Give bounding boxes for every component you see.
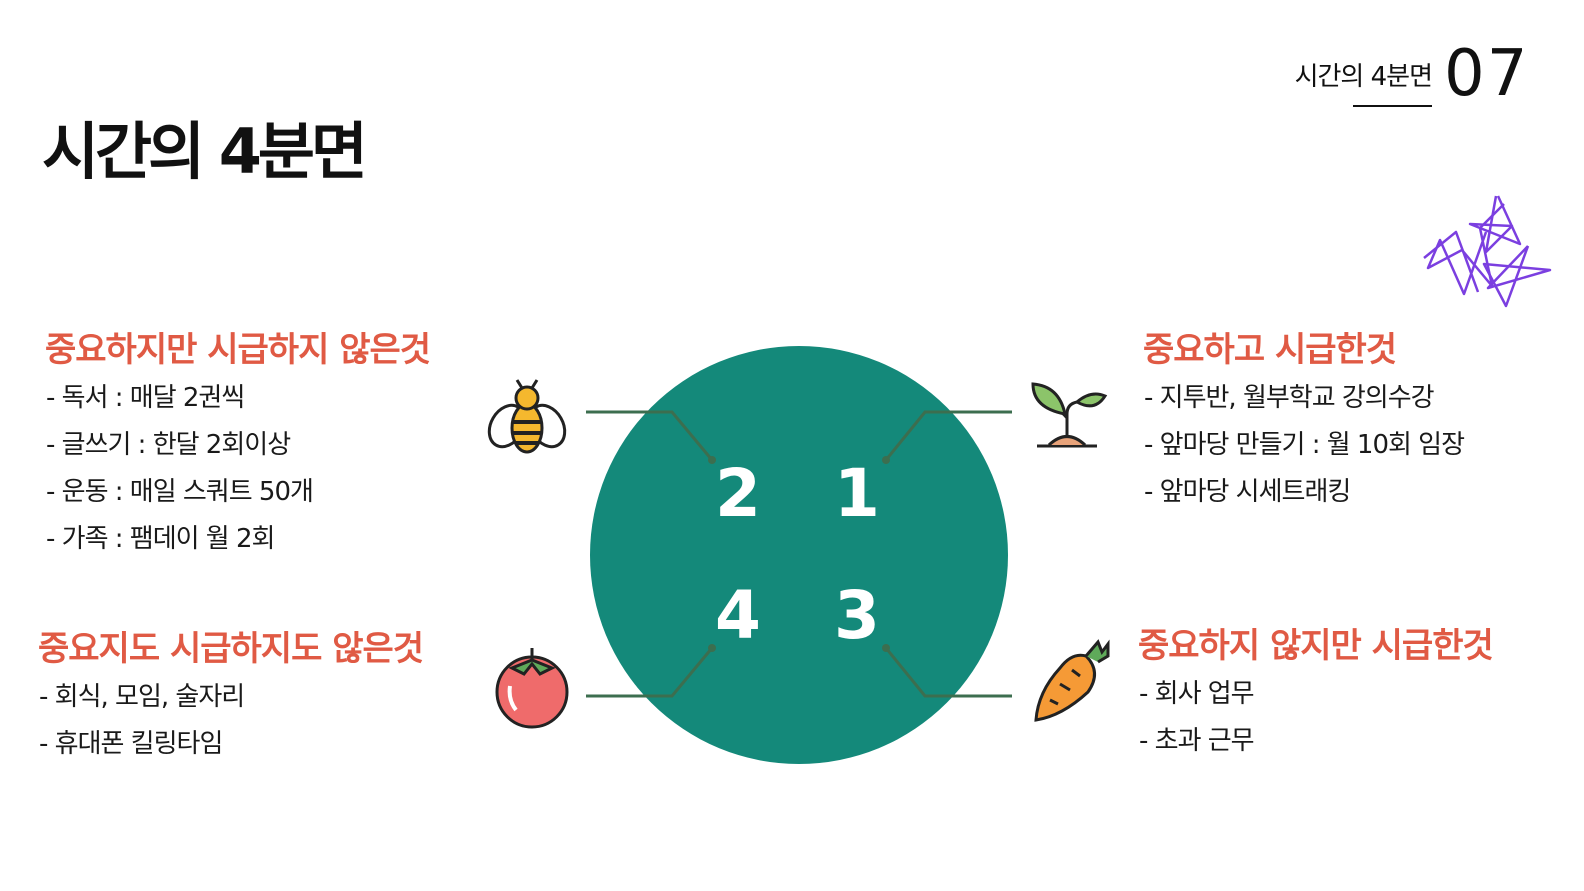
- corner-section-label: 시간의 4분면: [1295, 56, 1433, 107]
- connector-q4: [586, 647, 714, 698]
- quadrant-3-section: 중요하지 않지만 시급한것: [1138, 618, 1494, 667]
- list-item: 회식, 모임, 술자리: [39, 677, 246, 724]
- bee-icon: [487, 379, 567, 454]
- list-item: 휴대폰 킬링타임: [39, 724, 244, 771]
- quadrant-circle: [590, 346, 1008, 764]
- connector-dot-q2: [708, 456, 716, 464]
- quadrant-1-title: 중요하고 시급한것: [1143, 330, 1397, 370]
- connector-q2: [586, 410, 714, 461]
- list-item: 앞마당 시세트래킹: [1144, 472, 1464, 519]
- connector-dot-q4: [708, 644, 716, 652]
- quadrant-number-1: 1: [834, 455, 880, 532]
- connector-dot-q1: [882, 456, 890, 464]
- list-item: 지투반, 월부학교 강의수강: [1144, 378, 1464, 425]
- quadrant-1-list: 지투반, 월부학교 강의수강 앞마당 만들기 : 월 10회 임장 앞마당 시세…: [1144, 378, 1465, 519]
- quadrant-3-title: 중요하지 않지만 시급한것: [1138, 626, 1494, 666]
- quadrant-4-list: 회식, 모임, 술자리 휴대폰 킬링타임: [39, 677, 246, 771]
- quadrant-4-title: 중요지도 시급하지도 않은것: [38, 629, 424, 669]
- page-title: 시간의 4분면: [42, 115, 368, 188]
- list-item: 글쓰기 : 한달 2회이상: [46, 425, 313, 472]
- list-item: 회사 업무: [1139, 674, 1255, 721]
- quadrant-number-4: 4: [715, 577, 761, 654]
- quadrant-4-section: 중요지도 시급하지도 않은것: [38, 621, 424, 670]
- connector-q1: [884, 410, 1012, 461]
- quadrant-3-list: 회사 업무 초과 근무: [1139, 674, 1255, 768]
- list-item: 독서 : 매달 2권씩: [46, 378, 313, 425]
- list-item: 운동 : 매일 스쿼트 50개: [46, 472, 314, 519]
- corner-page-number: 07: [1444, 37, 1530, 111]
- sprout-icon: [1031, 382, 1108, 448]
- quadrant-number-2: 2: [715, 455, 761, 532]
- star-scribble-icon: [1423, 195, 1552, 308]
- list-item: 초과 근무: [1139, 721, 1255, 768]
- quadrant-2-list: 독서 : 매달 2권씩 글쓰기 : 한달 2회이상 운동 : 매일 스쿼트 50…: [46, 378, 314, 566]
- quadrant-1-section: 중요하고 시급한것: [1143, 322, 1397, 371]
- carrot-icon: [1034, 639, 1110, 722]
- connector-dot-q3: [882, 644, 890, 652]
- list-item: 앞마당 만들기 : 월 10회 임장: [1144, 425, 1465, 472]
- quadrant-2-section: 중요하지만 시급하지 않은것: [45, 322, 431, 371]
- quadrant-number-3: 3: [834, 577, 880, 654]
- quadrant-2-title: 중요하지만 시급하지 않은것: [45, 330, 431, 370]
- connector-lines: [586, 410, 1012, 698]
- corner-underline: [1352, 105, 1432, 107]
- list-item: 가족 : 팸데이 월 2회: [46, 519, 313, 566]
- connector-q3: [884, 647, 1012, 698]
- tomato-icon: [495, 648, 569, 729]
